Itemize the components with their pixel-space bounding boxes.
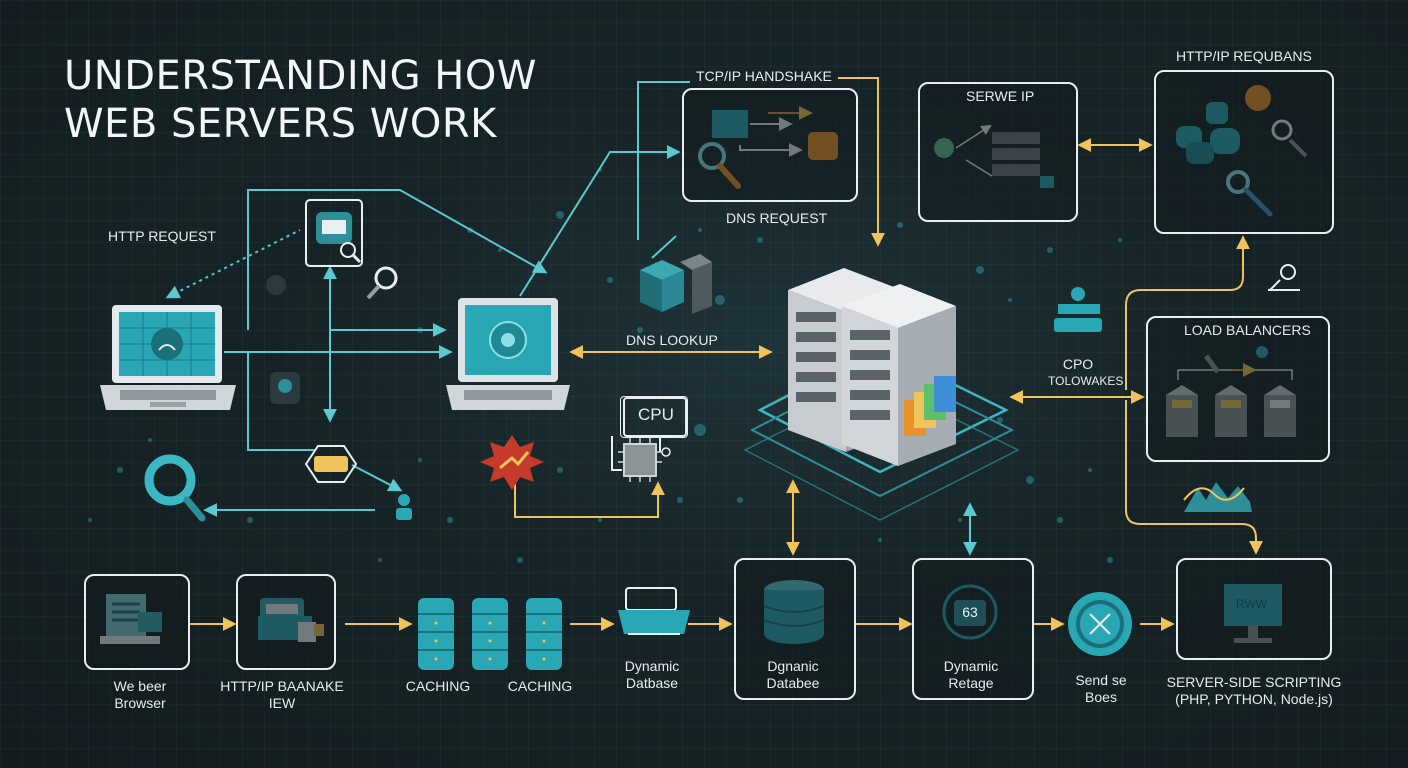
- particle-field: [88, 168, 1122, 563]
- small-camera-icon: [278, 379, 292, 393]
- printer-database-icon: [618, 587, 690, 635]
- cpu-icon: [611, 397, 687, 482]
- robot-screen-text: 63: [962, 604, 978, 620]
- person-desk-icon: [1054, 287, 1102, 332]
- label-dns-lookup: DNS LOOKUP: [626, 332, 718, 348]
- pipeline-label-handshake-line1: HTTP/IP BAANAKE: [220, 678, 344, 694]
- cpu-box: [620, 396, 688, 438]
- http-ip-requests-box: [1154, 70, 1334, 234]
- label-serve-ip: SERWE IP: [966, 88, 1035, 104]
- pipeline-box-browser: [84, 574, 190, 670]
- pipeline-label-dynamic-datbase-line1: Dynamic: [624, 658, 680, 674]
- monitor-screen-text: RWW: [1236, 597, 1268, 611]
- pipeline-label-dgnanic-databee-line2: Databee: [766, 675, 820, 691]
- client-laptop-right: [446, 298, 570, 410]
- small-dot-icon: [266, 275, 286, 295]
- title-line-2: WEB SERVERS WORK: [64, 101, 497, 147]
- pipeline-label-browser-line2: Browser: [114, 695, 166, 711]
- send-response-dial-icon: [1068, 592, 1132, 656]
- search-magnifier-icon: [144, 454, 206, 522]
- label-http-request: HTTP REQUEST: [108, 228, 216, 244]
- tcp-handshake-box: [682, 88, 858, 202]
- pipeline-label-send-response-line1: Send se: [1075, 672, 1127, 688]
- pipeline-label-dynamic-retage-line1: Dynamic: [943, 658, 999, 674]
- pipeline-label-handshake: HTTP/IP BAANAKE IEW: [220, 678, 344, 712]
- label-cpo-line1: CPO: [1062, 356, 1094, 372]
- user-small-icon: [396, 494, 412, 520]
- pipeline-box-handshake: [236, 574, 336, 670]
- pipeline-box-scripting: [1176, 558, 1332, 660]
- label-cpo-line2: TOLOWAKES: [1048, 374, 1124, 388]
- title-line-1: UNDERSTANDING HOW: [64, 53, 537, 99]
- search-panel-icon: [305, 199, 363, 267]
- pipeline-label-dynamic-datbase: Dynamic Datbase: [612, 658, 692, 692]
- pipeline-label-server-scripting-line2: (PHP, PYTHON, Node.js): [1175, 691, 1333, 707]
- pipeline-label-send-response: Send se Boes: [1066, 672, 1136, 706]
- alert-burst-icon: [480, 435, 544, 490]
- label-cpo: CPO TOLOWAKES: [1048, 356, 1124, 390]
- pipeline-label-server-scripting: SERVER-SIDE SCRIPTING (PHP, PYTHON, Node…: [1166, 674, 1342, 708]
- pipeline-label-dgnanic-databee-line1: Dgnanic: [767, 658, 819, 674]
- label-dns-request: DNS REQUEST: [726, 210, 828, 226]
- pipeline-label-dynamic-datbase-line2: Datbase: [625, 675, 679, 691]
- waveform-icon: [1183, 482, 1252, 512]
- label-http-ip-requests: HTTP/IP REQUBANS: [1176, 48, 1312, 64]
- pipeline-label-dgnanic-databee: Dgnanic Databee: [752, 658, 834, 692]
- router-hexagon-icon: [304, 445, 358, 483]
- load-balancers-box: [1146, 316, 1330, 462]
- pipeline-label-send-response-line2: Boes: [1085, 689, 1117, 705]
- pipeline-label-server-scripting-line1: SERVER-SIDE SCRIPTING: [1166, 674, 1342, 690]
- cache-db-1-icon: [418, 598, 562, 670]
- pipeline-box-retage: [912, 558, 1034, 700]
- magnifier-small-icon: [366, 266, 398, 300]
- label-cpu: CPU: [638, 405, 674, 424]
- lamp-icon: [1268, 264, 1300, 291]
- pipeline-label-browser-line1: We beer: [113, 678, 167, 694]
- pipeline-label-caching-1: CACHING: [405, 678, 471, 694]
- pipeline-label-handshake-line2: IEW: [268, 695, 296, 711]
- pipeline-label-dynamic-retage: Dynamic Retage: [930, 658, 1012, 692]
- label-load-balancers: LOAD BALANCERS: [1184, 322, 1311, 338]
- pipeline-label-caching-2: CACHING: [507, 678, 573, 694]
- pipeline-label-dynamic-retage-line2: Retage: [948, 675, 994, 691]
- dns-cubes-icon: [640, 235, 712, 314]
- server-rack-icon: [788, 268, 956, 466]
- client-laptop-left: [100, 305, 236, 410]
- serve-ip-box: [918, 82, 1078, 222]
- page-title: UNDERSTANDING HOW WEB SERVERS WORK: [64, 52, 537, 148]
- label-tcp-handshake: TCP/IP HANDSHAKE: [690, 68, 838, 85]
- pipeline-box-database: [734, 558, 856, 700]
- pipeline-label-browser: We beer Browser: [94, 678, 186, 712]
